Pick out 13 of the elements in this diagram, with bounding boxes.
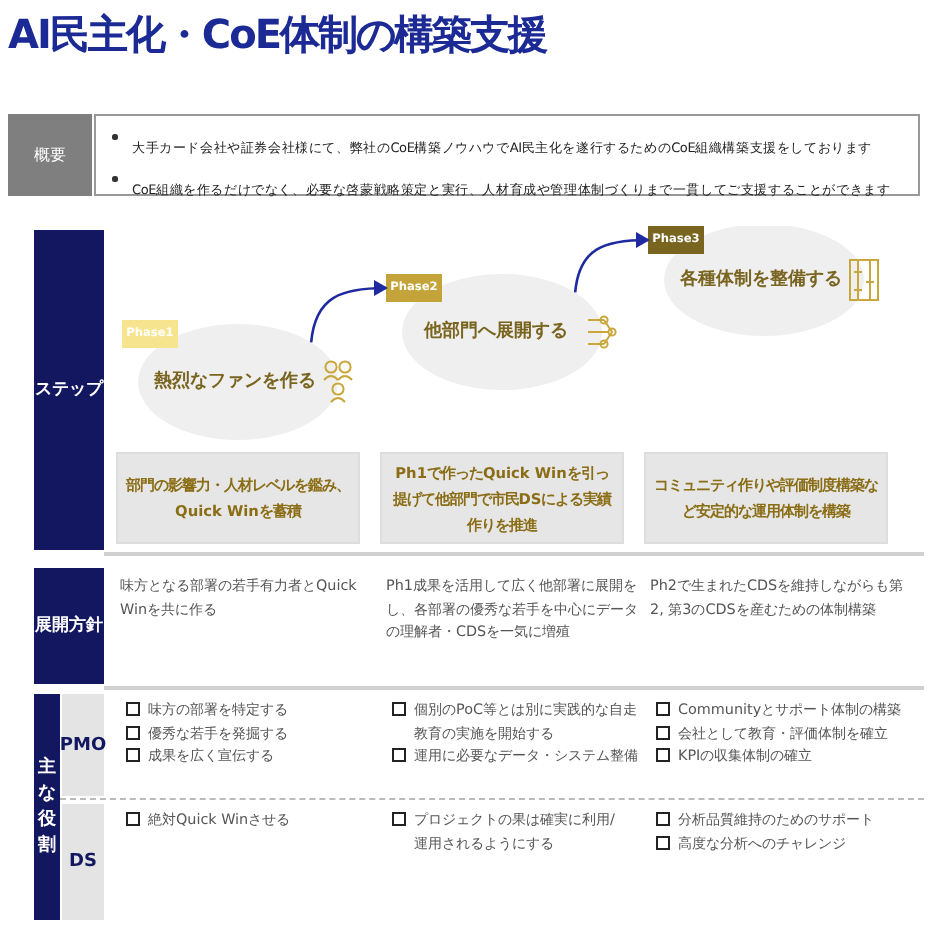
title: AI民主化・CoE体制の構築支援 (8, 8, 546, 62)
overview-box (94, 114, 920, 196)
row-header: 展開方針 (34, 568, 104, 684)
phase-text: 他部門へ展開する (421, 318, 570, 344)
row-header: ステップ (34, 230, 104, 550)
row-header: 主な役割 (34, 694, 60, 920)
row-header: 概要 (8, 114, 92, 196)
row-header: DS (62, 804, 104, 920)
row-header: PMO (62, 694, 104, 796)
phase-text: 熱烈なファンを作る (154, 368, 310, 394)
arrow (309, 280, 388, 343)
arrow (573, 232, 650, 293)
phase-text: 各種体制を整備する (680, 267, 836, 292)
